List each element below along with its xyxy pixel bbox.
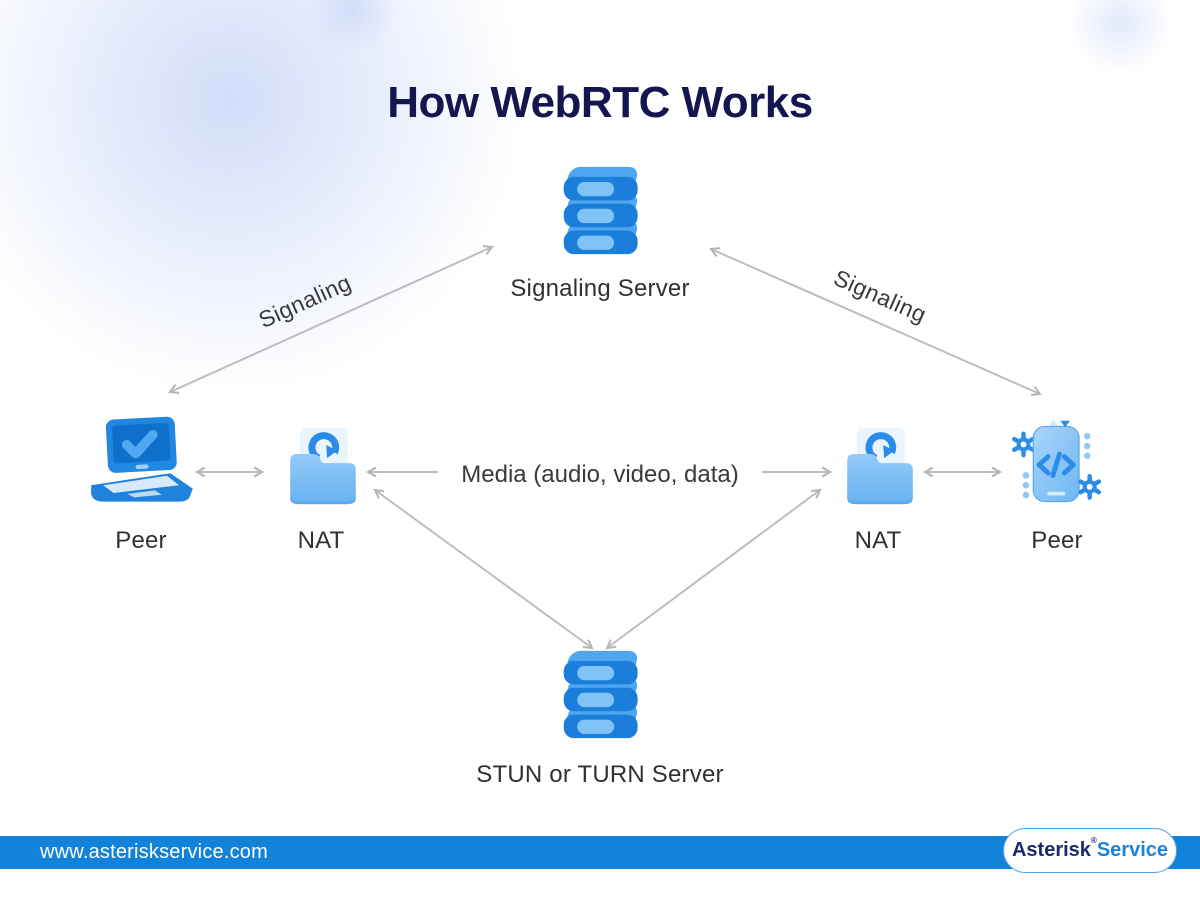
nat-right-label: NAT: [854, 527, 902, 554]
signaling-server-label: Signaling Server: [510, 275, 690, 302]
code-phone-icon: [1008, 414, 1106, 519]
logo-text-service: Service: [1096, 839, 1168, 861]
signaling-arrow-left: [168, 245, 494, 394]
gear-icon: [1078, 474, 1102, 500]
laptop-check-icon: [86, 414, 198, 515]
media-folder-icon: [282, 422, 364, 519]
media-folder-icon: [839, 422, 921, 519]
database-icon: [552, 650, 646, 749]
signaling-arrow-right: [709, 247, 1042, 396]
registered-mark: ®: [1090, 836, 1097, 845]
signaling-label-right: Signaling: [830, 264, 931, 328]
signaling-label-left: Signaling: [254, 269, 355, 334]
nat-stun-arrow-right: [605, 488, 822, 650]
stun-turn-server-label: STUN or TURN Server: [476, 761, 724, 788]
nat-left-label: NAT: [297, 527, 345, 554]
database-icon: [552, 166, 646, 265]
nat-stun-arrow-left: [373, 488, 594, 650]
media-edge-label: Media (audio, video, data): [461, 461, 739, 488]
peer-right-label: Peer: [1031, 527, 1083, 554]
website-url: www.asteriskservice.com: [40, 841, 268, 863]
gear-icon: [1012, 431, 1035, 458]
asterisk-service-logo: Asterisk ® Service: [1003, 828, 1177, 873]
footer-bar: www.asteriskservice.com: [0, 836, 1200, 869]
page-title: How WebRTC Works: [387, 78, 813, 127]
logo-text-asterisk: Asterisk: [1011, 839, 1091, 861]
peer-left-label: Peer: [115, 527, 167, 554]
